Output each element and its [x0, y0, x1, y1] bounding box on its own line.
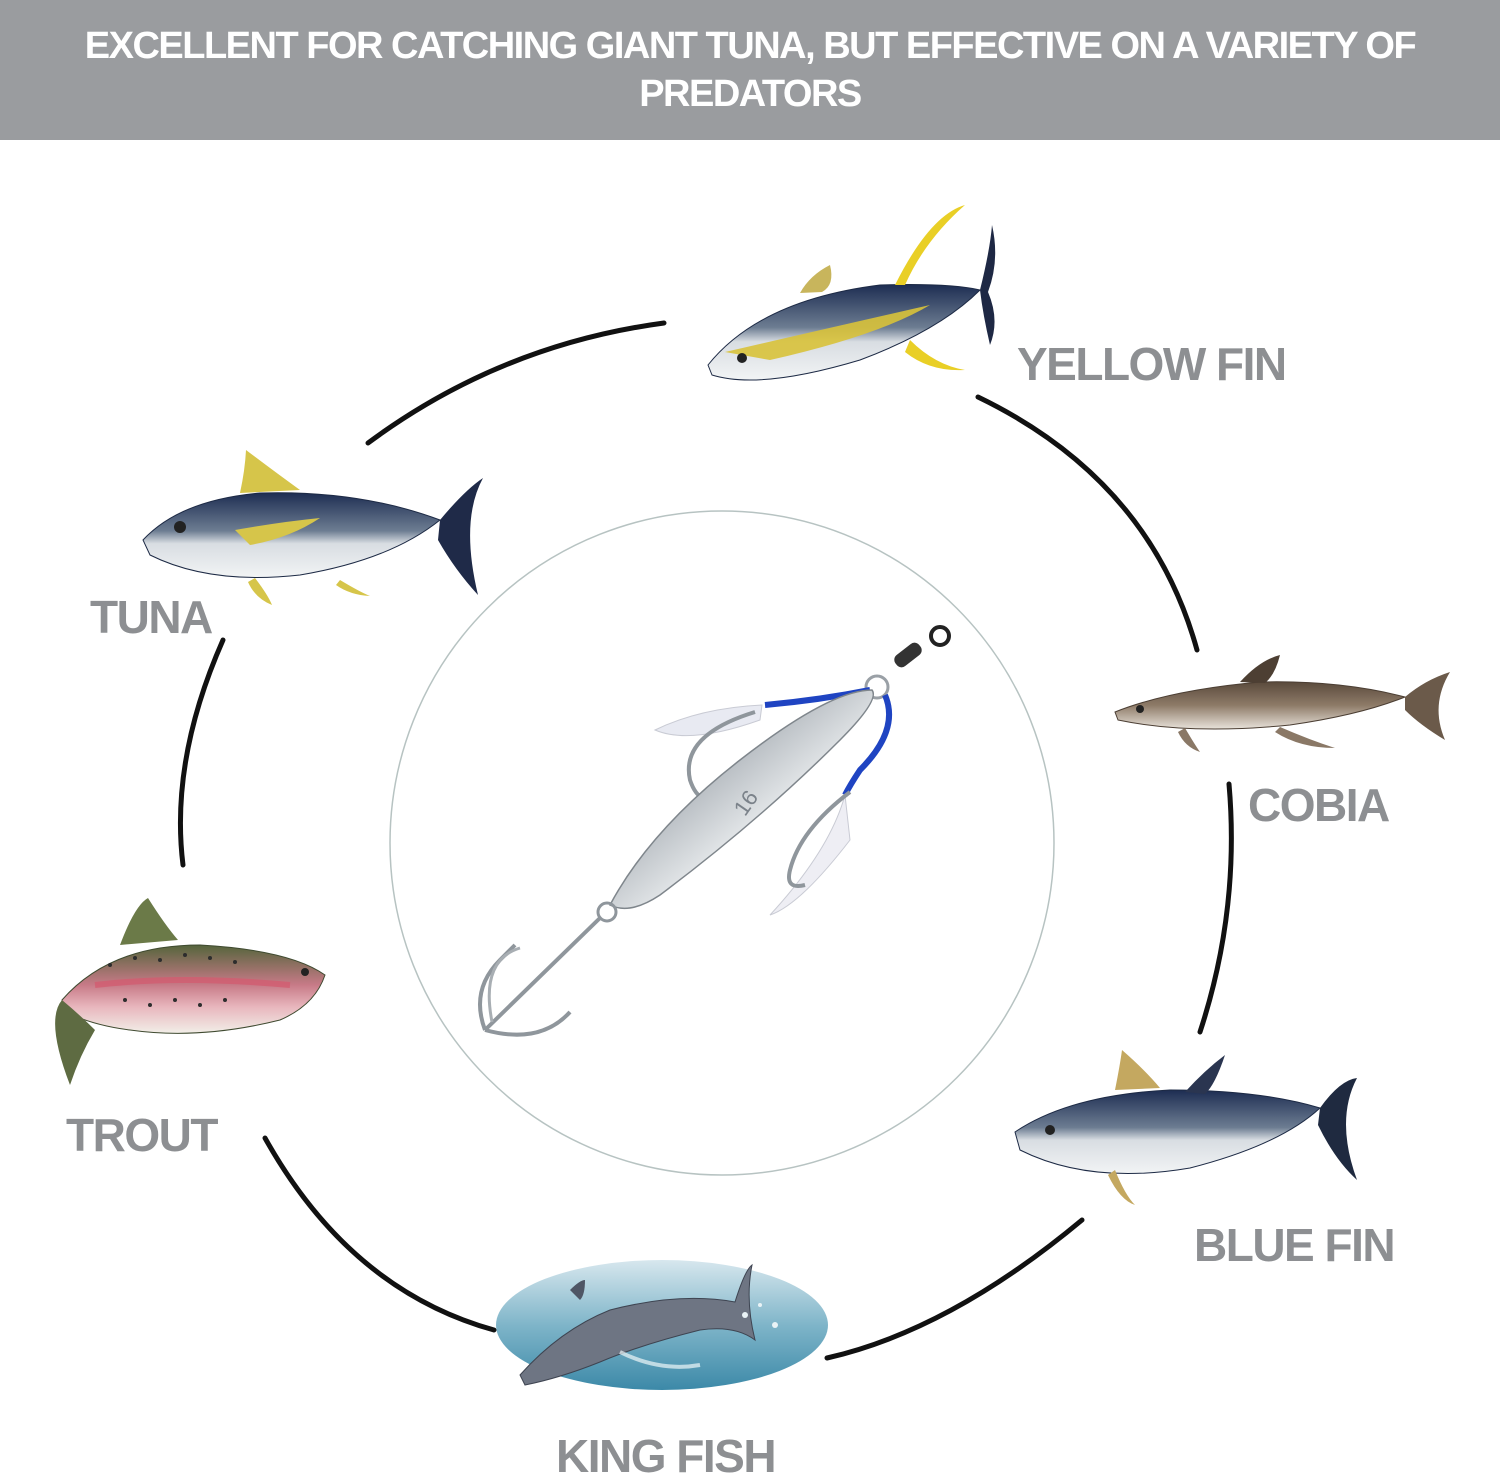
swivel-barrel — [894, 642, 922, 668]
yellowfin-tuna-icon — [707, 205, 996, 381]
ring-arc-top — [365, 320, 667, 446]
feather-right — [769, 794, 851, 916]
treble-hook-c — [487, 946, 521, 1023]
lure-body — [608, 689, 874, 910]
bluefin-tuna-icon — [1014, 1050, 1357, 1205]
fish-label-yellow-fin: YELLOW FIN — [1017, 338, 1286, 390]
ring-arc-right — [1197, 781, 1234, 1035]
ring-arc-lower-right — [824, 1217, 1085, 1361]
lure-icon: 16 — [478, 625, 951, 1037]
ring-arc-lower-left — [262, 1135, 497, 1333]
split-ring — [864, 674, 890, 700]
trout-icon — [55, 898, 326, 1085]
fish-label-king-fish: KING FISH — [556, 1430, 775, 1478]
ring-arc-upper-right — [975, 394, 1200, 653]
assist-cord-right — [842, 693, 893, 797]
bottom-eye — [596, 901, 618, 923]
fish-label-trout: TROUT — [66, 1109, 218, 1161]
feather-left — [653, 704, 763, 737]
treble-hook-b — [484, 1010, 572, 1037]
center-circle — [389, 510, 1055, 1176]
assist-hook-right — [787, 790, 852, 888]
treble-shank — [483, 916, 602, 1032]
banner-title: EXCELLENT FOR CATCHING GIANT TUNA, BUT E… — [84, 25, 1417, 115]
header-banner: EXCELLENT FOR CATCHING GIANT TUNA, BUT E… — [0, 0, 1500, 140]
fish-label-cobia: COBIA — [1248, 779, 1389, 831]
cycle-ring — [177, 320, 1234, 1361]
fish-label-blue-fin: BLUE FIN — [1194, 1219, 1394, 1271]
kingfish-icon — [496, 1260, 828, 1390]
fish-label-tuna: TUNA — [90, 591, 212, 643]
tuna-icon — [142, 450, 483, 605]
cobia-icon — [1114, 655, 1450, 752]
ring-arc-left — [177, 637, 226, 868]
swivel-ring — [929, 625, 951, 647]
